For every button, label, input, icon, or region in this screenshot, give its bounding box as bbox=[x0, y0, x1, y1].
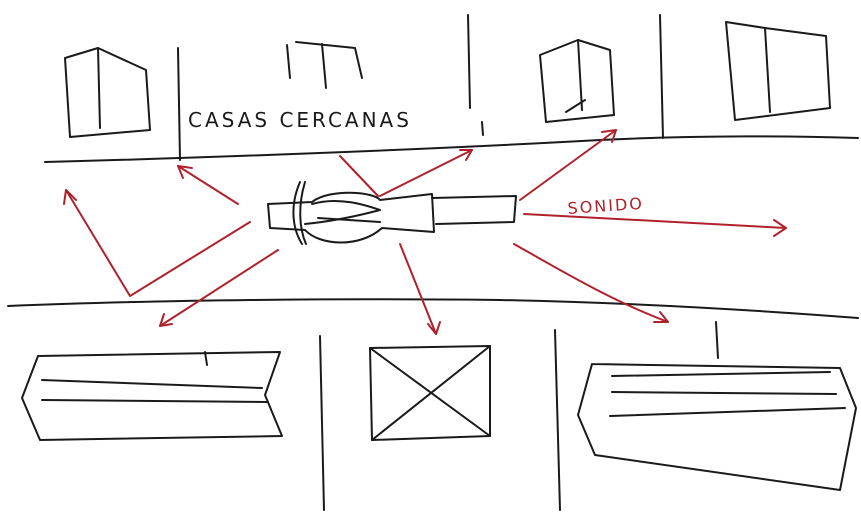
house-top-1 bbox=[65, 48, 150, 137]
street-top-edge bbox=[45, 136, 858, 162]
bottom-lot-divider-2 bbox=[555, 330, 560, 510]
top-lot-divider-1 bbox=[178, 48, 180, 160]
sound-arrow-right bbox=[524, 214, 786, 236]
house-top-4 bbox=[726, 22, 830, 120]
sound-arrow-down-right bbox=[514, 244, 668, 322]
house-bottom-1 bbox=[22, 352, 282, 440]
sound-arrow-up-center bbox=[340, 150, 472, 196]
bottom-lot-divider-3 bbox=[716, 322, 718, 358]
street-bottom-edge bbox=[8, 299, 858, 318]
vehicle bbox=[268, 182, 516, 244]
house-bottom-2 bbox=[370, 346, 490, 440]
houses-label-tick bbox=[482, 122, 483, 135]
houses-label: CASAS CERCANAS bbox=[188, 108, 412, 132]
sound-arrow-up-left-2 bbox=[64, 190, 250, 296]
sound-arrow-up-left-1 bbox=[178, 166, 238, 204]
bottom-lot-divider-1 bbox=[320, 336, 324, 510]
sound-arrow-down-left bbox=[160, 250, 278, 326]
sound-arrow-up-right bbox=[520, 130, 616, 200]
house-top-3 bbox=[540, 40, 614, 122]
sound-label: SONIDO bbox=[567, 194, 644, 218]
top-lot-divider-3 bbox=[660, 15, 663, 138]
house-top-2 bbox=[287, 42, 362, 88]
top-lot-divider-2 bbox=[468, 15, 470, 108]
house-bottom-3 bbox=[578, 364, 856, 490]
sound-arrow-down-center bbox=[400, 244, 440, 334]
